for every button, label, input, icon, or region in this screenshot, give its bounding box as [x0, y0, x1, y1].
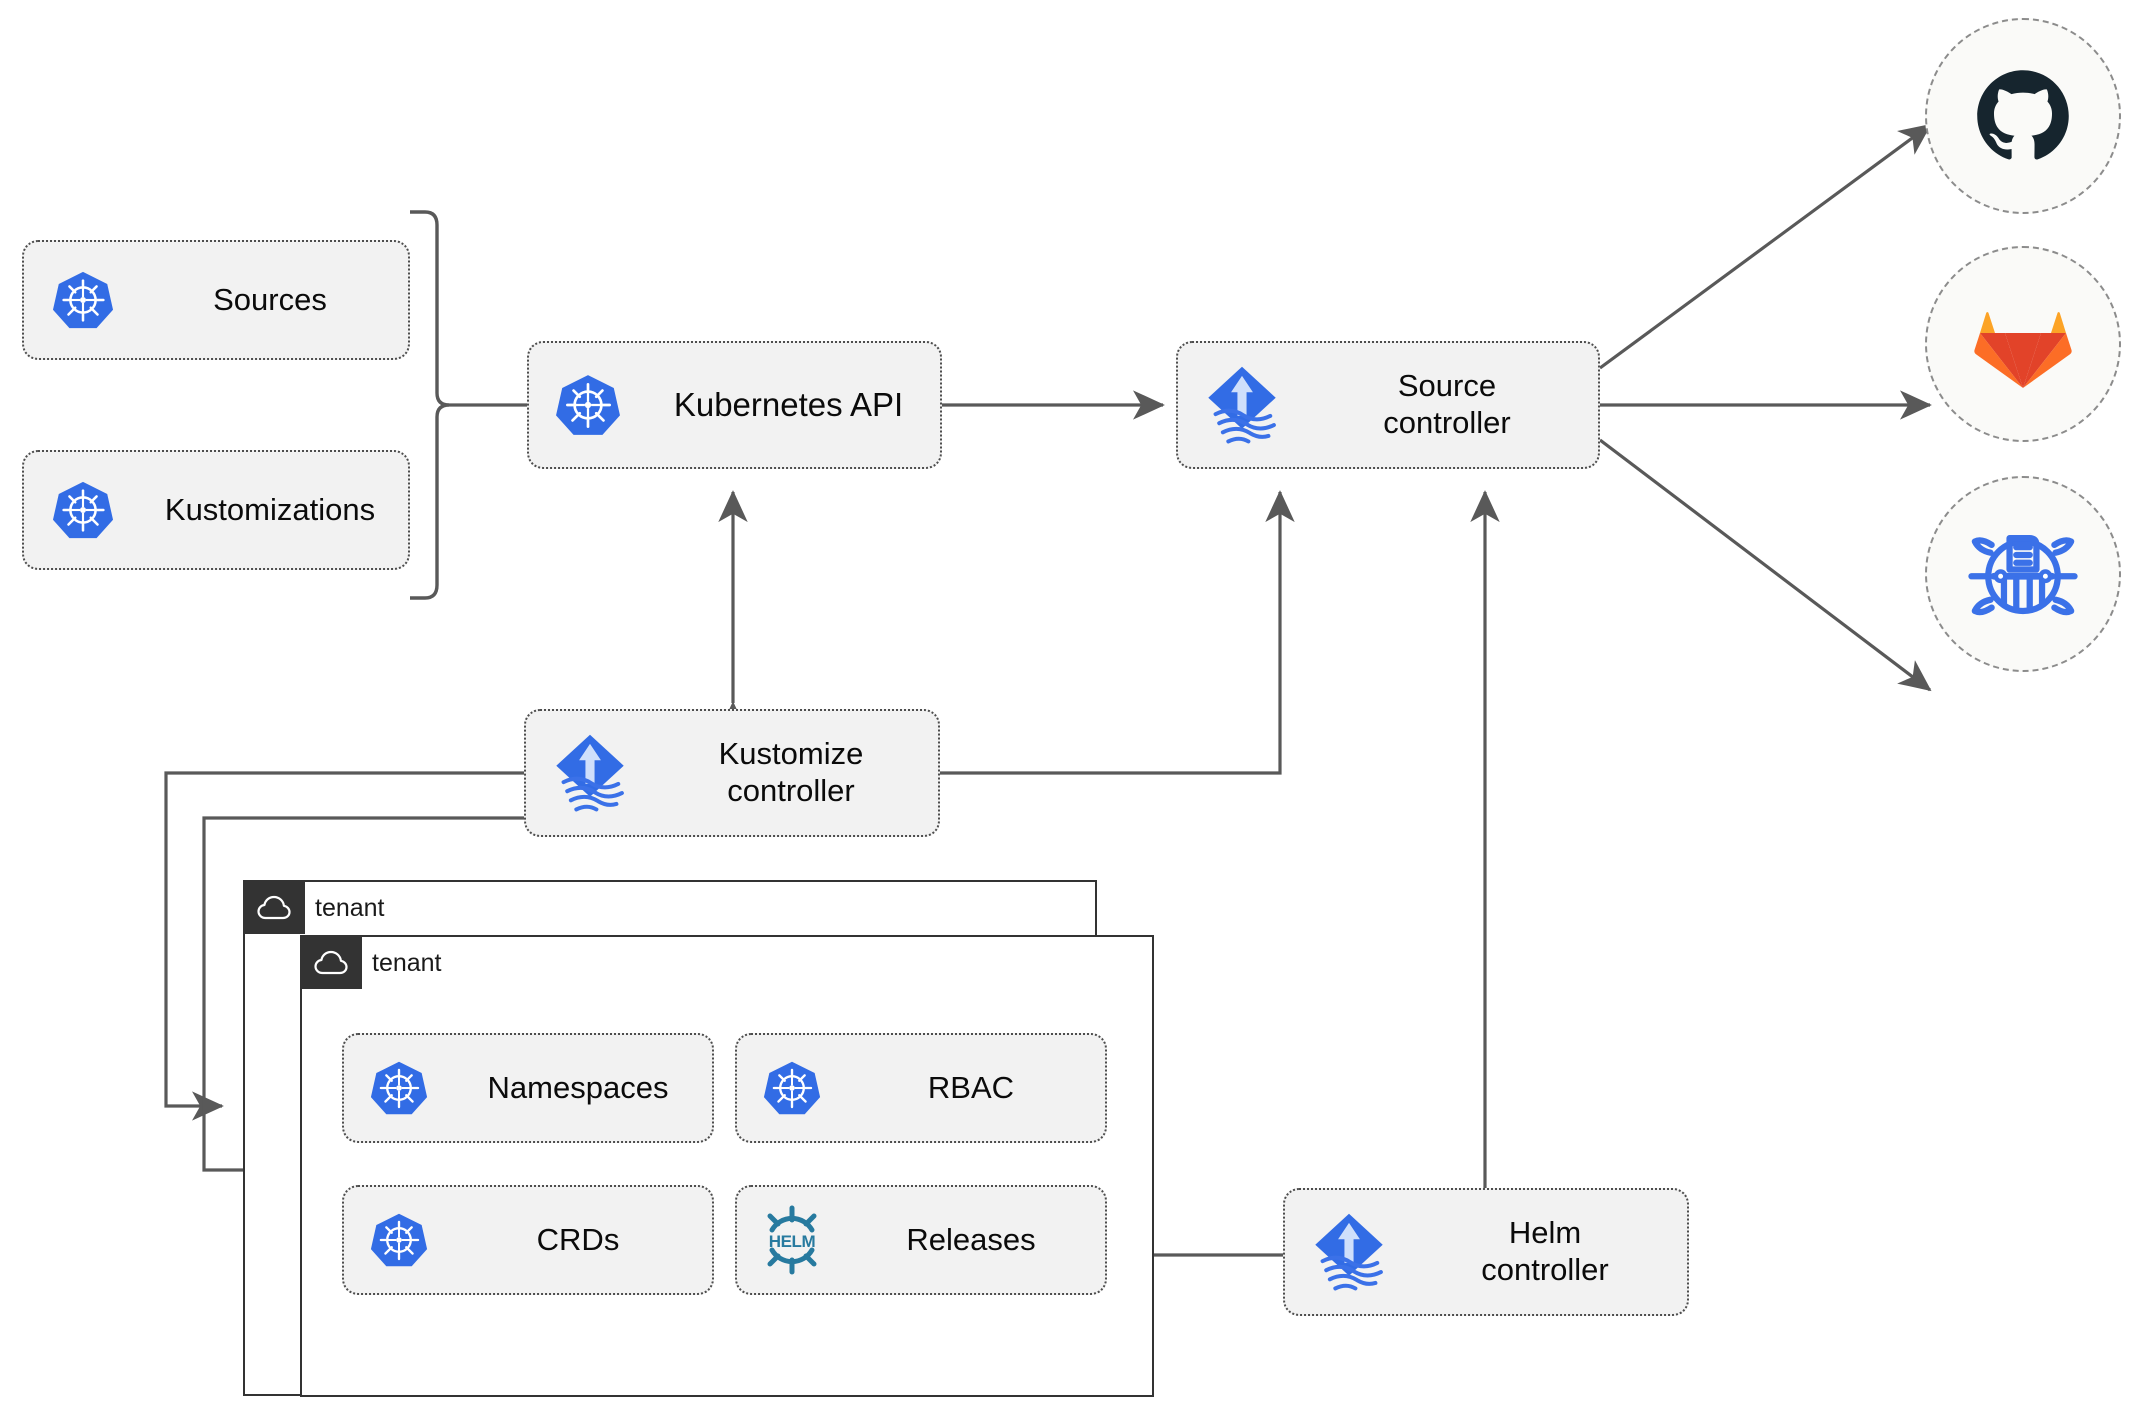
- node-kustomizations[interactable]: Kustomizations: [22, 450, 410, 570]
- tenant-container-inner: tenant: [300, 935, 1154, 1397]
- node-crds[interactable]: CRDs: [342, 1185, 714, 1295]
- kubernetes-icon: [344, 1059, 454, 1117]
- kubernetes-icon: [24, 269, 142, 331]
- kubernetes-icon: [24, 479, 142, 541]
- node-helm-controller-label: Helm controller: [1481, 1215, 1609, 1287]
- provider-bucket[interactable]: [1925, 476, 2121, 672]
- flux-icon: [1285, 1206, 1413, 1298]
- node-kubernetes-api[interactable]: Kubernetes API: [527, 341, 942, 469]
- node-kustomizations-label: Kustomizations: [164, 491, 376, 527]
- github-icon: [1977, 70, 2069, 160]
- node-kustomize-controller[interactable]: Kustomize controller: [524, 709, 940, 837]
- bucket-icon: [1968, 535, 2078, 616]
- flux-icon: [1178, 359, 1306, 451]
- kubernetes-icon: [737, 1059, 847, 1117]
- node-sources[interactable]: Sources: [22, 240, 410, 360]
- svg-text:HELM: HELM: [769, 1232, 816, 1251]
- arrow-kustomize-controller-to-source-controller: [940, 490, 1295, 775]
- node-rbac[interactable]: RBAC: [735, 1033, 1107, 1143]
- node-releases-label: Releases: [906, 1221, 1036, 1257]
- group-bracket: [410, 210, 450, 600]
- cloud-icon: [243, 880, 305, 934]
- provider-gitlab[interactable]: [1925, 246, 2121, 442]
- node-releases[interactable]: HELM Releases: [735, 1185, 1107, 1295]
- node-kustomize-controller-label: Kustomize controller: [718, 736, 864, 808]
- node-namespaces-label: Namespaces: [487, 1069, 669, 1105]
- tenant-label-outer: tenant: [315, 893, 385, 922]
- kubernetes-icon: [344, 1211, 454, 1269]
- arrow-source-controller-to-github: [1599, 123, 1932, 370]
- node-source-controller-label: Source controller: [1383, 368, 1511, 440]
- node-source-controller[interactable]: Source controller: [1176, 341, 1600, 469]
- node-kubernetes-api-label: Kubernetes API: [673, 385, 904, 423]
- node-sources-label: Sources: [213, 281, 327, 317]
- provider-github[interactable]: [1925, 18, 2121, 214]
- kubernetes-icon: [529, 372, 647, 438]
- arrow-source-controller-to-bucket: [1599, 438, 1932, 692]
- gitlab-icon: [1974, 312, 2072, 388]
- node-namespaces[interactable]: Namespaces: [342, 1033, 714, 1143]
- flux-icon: [526, 727, 654, 819]
- helm-icon: HELM: [737, 1204, 847, 1276]
- node-crds-label: CRDs: [536, 1221, 620, 1257]
- node-helm-controller[interactable]: Helm controller: [1283, 1188, 1689, 1316]
- tenant-label-inner: tenant: [372, 948, 442, 977]
- cloud-icon: [300, 935, 362, 989]
- node-rbac-label: RBAC: [927, 1069, 1015, 1105]
